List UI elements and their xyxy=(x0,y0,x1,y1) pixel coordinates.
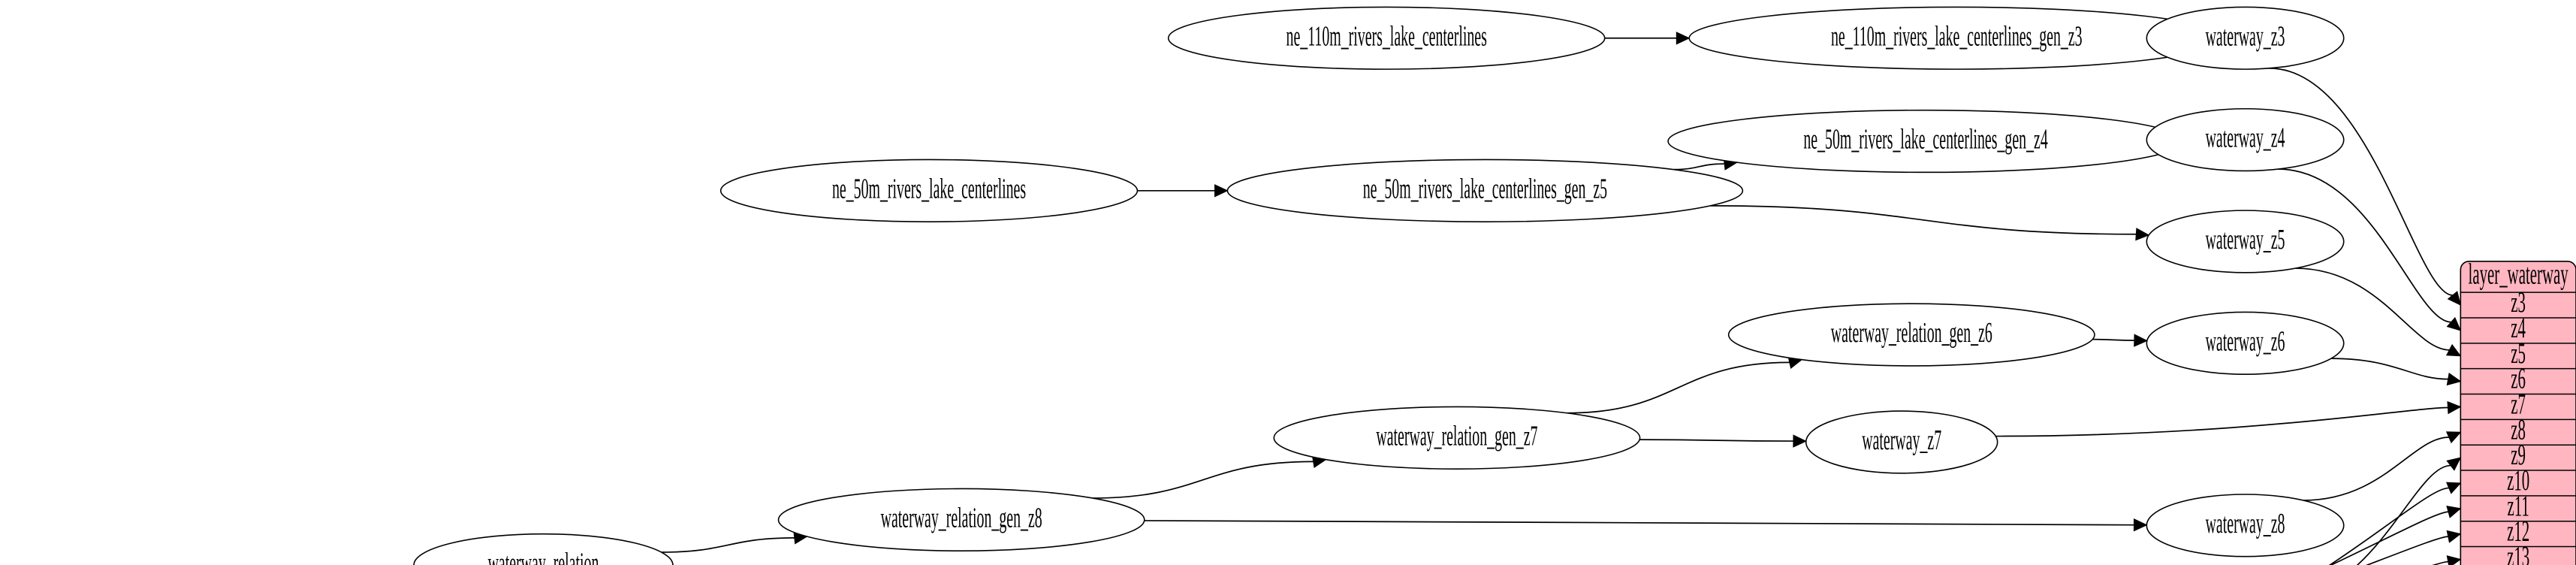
node-ellipse-waterway_z4 xyxy=(2146,109,2343,171)
node-ellipse-ne_110m_rivers_lake_centerlines xyxy=(1169,7,1605,69)
node-ne_110m_rivers_lake_centerlines[interactable]: ne_110m_rivers_lake_centerlines xyxy=(1169,7,1605,69)
node-ellipse-waterway_z7 xyxy=(1806,411,1998,473)
table-row-z12[interactable]: z12 xyxy=(2507,515,2529,548)
node-ellipse-waterway_z5 xyxy=(2146,210,2343,273)
arrowhead-icon xyxy=(2134,334,2147,346)
table-row-z4[interactable]: z4 xyxy=(2511,311,2526,344)
node-label-waterway_z4: waterway_z4 xyxy=(2206,122,2285,154)
node-waterway_relation_gen_z7[interactable]: waterway_relation_gen_z7 xyxy=(1274,406,1639,469)
layer-waterway-table-title: layer_waterway xyxy=(2469,258,2568,291)
node-label-waterway_relation: waterway_relation xyxy=(488,547,599,565)
node-waterway_z7[interactable]: waterway_z7 xyxy=(1806,411,1998,473)
edge-waterway_relation_gen_z7-to-waterway_z7 xyxy=(1639,440,1793,441)
node-label-waterway_relation_gen_z6: waterway_relation_gen_z6 xyxy=(1831,316,1992,349)
edge-waterway_z12-to-layer_waterway-z12 xyxy=(1063,536,2448,565)
edge-waterway_z8-to-layer_waterway-z8 xyxy=(2303,437,2449,500)
node-waterway_relation_gen_z6[interactable]: waterway_relation_gen_z6 xyxy=(1729,304,2095,366)
arrowhead-icon xyxy=(1215,185,1228,197)
node-label-ne_110m_rivers_lake_centerlines: ne_110m_rivers_lake_centerlines xyxy=(1286,20,1487,53)
edge-waterway_z10-to-layer_waterway-z10 xyxy=(1986,488,2449,565)
node-label-waterway_relation_gen_z8: waterway_relation_gen_z8 xyxy=(881,502,1042,534)
arrowhead-icon xyxy=(2136,228,2149,240)
layer-waterway-table-body xyxy=(2460,261,2576,565)
node-waterway_z4[interactable]: waterway_z4 xyxy=(2146,109,2343,171)
edge-waterway_relation_gen_z8-to-waterway_relation_gen_z7 xyxy=(1093,461,1314,498)
edge-waterway_z7-to-layer_waterway-z7 xyxy=(1995,408,2448,437)
node-ellipse-ne_50m_rivers_lake_centerlines xyxy=(721,159,1138,222)
edge-waterway_z5-to-layer_waterway-z5 xyxy=(2296,268,2450,350)
arrowhead-icon xyxy=(1793,435,1806,447)
edges-layer xyxy=(85,32,2460,565)
table-row-z8[interactable]: z8 xyxy=(2511,412,2526,446)
edge-ne_50m_rivers_lake_centerlines_gen_z5-to-ne_50m_rivers_lake_centerlines_gen_z4 xyxy=(1674,164,1725,170)
edge-waterway_relation-to-waterway_relation_gen_z8 xyxy=(662,538,795,552)
arrowhead-icon xyxy=(2447,530,2460,542)
node-waterway_relation[interactable]: waterway_relation xyxy=(414,534,673,565)
node-label-ne_110m_rivers_lake_centerlines_gen_z3: ne_110m_rivers_lake_centerlines_gen_z3 xyxy=(1831,20,2083,53)
node-label-waterway_z8: waterway_z8 xyxy=(2206,507,2285,539)
table-row-z5[interactable]: z5 xyxy=(2511,337,2526,370)
arrowhead-icon xyxy=(2447,458,2460,470)
node-ellipse-waterway_z3 xyxy=(2146,7,2343,69)
node-ellipse-waterway_relation_gen_z7 xyxy=(1274,406,1639,469)
edge-waterway_relation_gen_z8-to-waterway_z8 xyxy=(1145,521,2134,525)
layer-waterway-table: layer_waterwayz3z4z5z6z7z8z9z10z11z12z13… xyxy=(2460,258,2576,565)
arrowhead-icon xyxy=(2447,318,2460,331)
node-ellipse-waterway_z8 xyxy=(2146,494,2343,557)
arrowhead-icon xyxy=(2447,506,2460,518)
node-waterway_z3[interactable]: waterway_z3 xyxy=(2146,7,2343,69)
edge-waterway_z9-to-layer_waterway-z9 xyxy=(2282,466,2451,565)
arrowhead-icon xyxy=(2134,519,2146,531)
table-row-z10[interactable]: z10 xyxy=(2507,464,2529,497)
node-ellipse-waterway_relation_gen_z8 xyxy=(778,488,1144,551)
arrowhead-icon xyxy=(2448,402,2460,414)
node-label-ne_50m_rivers_lake_centerlines_gen_z5: ne_50m_rivers_lake_centerlines_gen_z5 xyxy=(1363,173,1607,205)
arrowhead-icon xyxy=(2447,482,2461,494)
node-waterway_relation_gen_z8[interactable]: waterway_relation_gen_z8 xyxy=(778,488,1144,551)
node-ne_50m_rivers_lake_centerlines_gen_z5[interactable]: ne_50m_rivers_lake_centerlines_gen_z5 xyxy=(1227,159,1742,222)
edge-waterway_z4-to-layer_waterway-z4 xyxy=(2279,169,2451,322)
edge-waterway_z13-to-layer_waterway-z13 xyxy=(640,562,2448,565)
table-row-z11[interactable]: z11 xyxy=(2507,489,2529,522)
node-ne_110m_rivers_lake_centerlines_gen_z3[interactable]: ne_110m_rivers_lake_centerlines_gen_z3 xyxy=(1689,7,2224,69)
edge-ne_50m_rivers_lake_centerlines_gen_z5-to-waterway_z5 xyxy=(1710,206,2136,234)
node-label-waterway_z3: waterway_z3 xyxy=(2206,20,2285,53)
node-label-waterway_z6: waterway_z6 xyxy=(2206,325,2285,358)
arrowhead-icon xyxy=(2448,292,2461,305)
node-ne_50m_rivers_lake_centerlines_gen_z4[interactable]: ne_50m_rivers_lake_centerlines_gen_z4 xyxy=(1668,110,2183,173)
edge-waterway_relation_gen_z7-to-waterway_relation_gen_z6 xyxy=(1567,362,1790,412)
edge-waterway_z3-to-layer_waterway-z3 xyxy=(2270,68,2453,295)
node-waterway_z6[interactable]: waterway_z6 xyxy=(2146,312,2343,374)
arrowhead-icon xyxy=(2447,556,2460,565)
table-row-z9[interactable]: z9 xyxy=(2511,438,2526,471)
node-ellipse-waterway_relation xyxy=(414,534,673,565)
node-ellipse-waterway_relation_gen_z6 xyxy=(1729,304,2095,366)
node-label-ne_50m_rivers_lake_centerlines_gen_z4: ne_50m_rivers_lake_centerlines_gen_z4 xyxy=(1803,123,2047,156)
node-label-waterway_z5: waterway_z5 xyxy=(2206,223,2285,255)
arrowhead-icon xyxy=(2447,345,2461,356)
node-ne_50m_rivers_lake_centerlines[interactable]: ne_50m_rivers_lake_centerlines xyxy=(721,159,1138,222)
arrowhead-icon xyxy=(2447,373,2460,385)
edge-waterway_z6-to-layer_waterway-z6 xyxy=(2331,358,2448,379)
arrowhead-icon xyxy=(1676,32,1689,44)
node-ellipse-waterway_z6 xyxy=(2146,312,2343,374)
edge-waterway_z11-to-layer_waterway-z11 xyxy=(1514,512,2448,565)
node-waterway_z5[interactable]: waterway_z5 xyxy=(2146,210,2343,273)
table-row-z7[interactable]: z7 xyxy=(2511,387,2526,420)
table-row-z13[interactable]: z13 xyxy=(2507,540,2529,565)
table-row-z6[interactable]: z6 xyxy=(2511,362,2526,395)
table-row-z3[interactable]: z3 xyxy=(2511,286,2526,319)
node-label-waterway_z7: waterway_z7 xyxy=(1862,424,1941,456)
node-label-waterway_relation_gen_z7: waterway_relation_gen_z7 xyxy=(1376,420,1537,452)
arrowhead-icon xyxy=(2447,432,2461,443)
node-waterway_z8[interactable]: waterway_z8 xyxy=(2146,494,2343,557)
node-label-ne_50m_rivers_lake_centerlines: ne_50m_rivers_lake_centerlines xyxy=(832,173,1026,205)
node-ellipse-ne_50m_rivers_lake_centerlines_gen_z5 xyxy=(1227,159,1742,222)
nodes-layer: imposm3osm_waterway_relationosm_waterway… xyxy=(0,7,2344,565)
